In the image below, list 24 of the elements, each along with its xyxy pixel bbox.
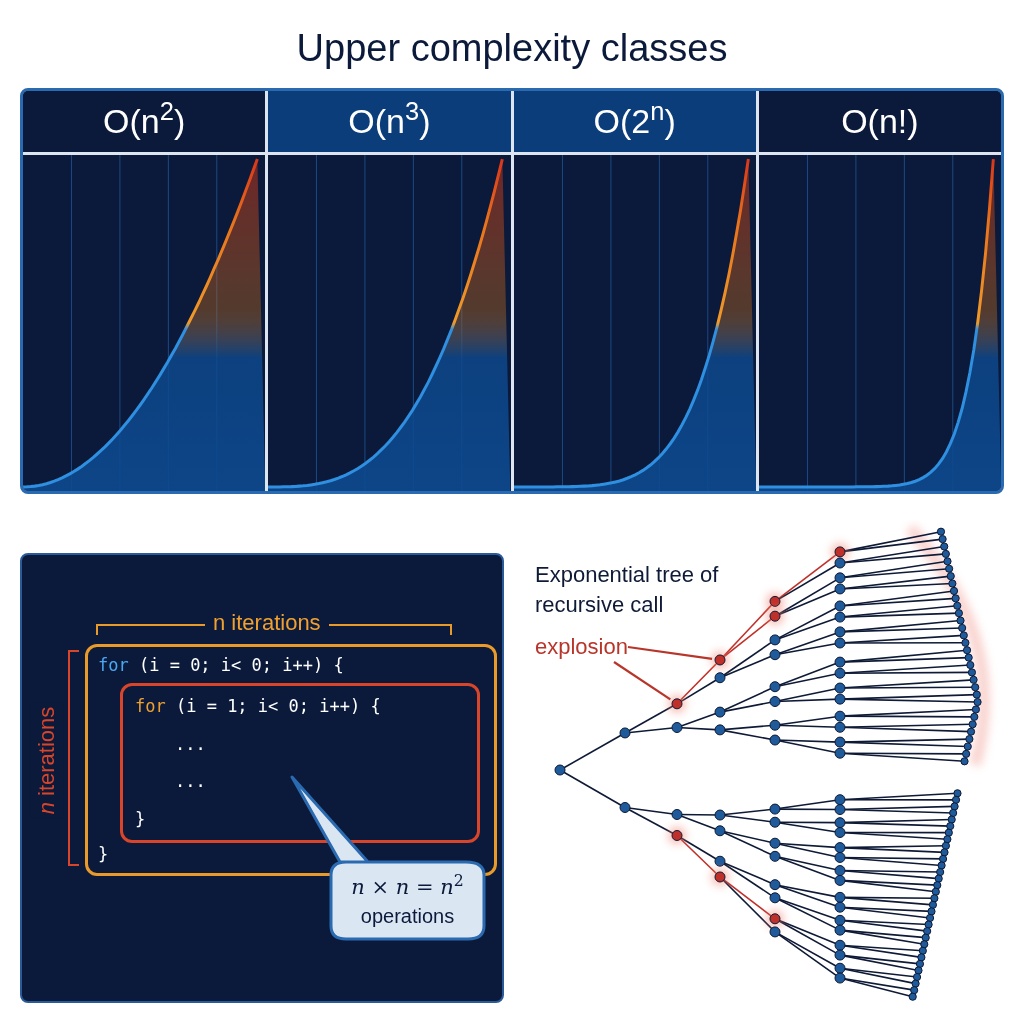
loop-box <box>120 683 480 843</box>
loop-box <box>85 644 497 876</box>
complexity-panel <box>758 91 1001 491</box>
complexity-panel <box>513 91 756 491</box>
code-line: for (i = 0; i< 0; i++) { <box>98 654 344 677</box>
code-line: ... <box>174 732 206 756</box>
formula: n × n = n$^{2}$ <box>351 872 464 902</box>
annotation: Exponential tree of recursive call <box>535 561 720 619</box>
callout-bubble <box>290 775 486 941</box>
leader-line <box>613 661 671 701</box>
complexity-panel <box>268 91 511 491</box>
callout-text: operations <box>360 903 455 929</box>
code-line: } <box>98 842 109 866</box>
code-line: ... <box>174 770 206 793</box>
complexity-panel <box>23 91 266 491</box>
code-line: for (i = 1; i< 0; i++) { <box>135 695 381 718</box>
complexity-label: O(n!) <box>841 101 919 142</box>
complexity-label: O(n$^{2}$) <box>103 96 186 142</box>
leader-line <box>627 645 713 660</box>
title: Upper complexity classes <box>296 26 728 71</box>
complexity-label: O(2$^{n}$) <box>593 96 676 142</box>
complexity-label: O(n$^{3}$) <box>348 96 431 142</box>
annotation-highlight: explosion <box>535 632 628 662</box>
code-line: } <box>135 807 146 831</box>
